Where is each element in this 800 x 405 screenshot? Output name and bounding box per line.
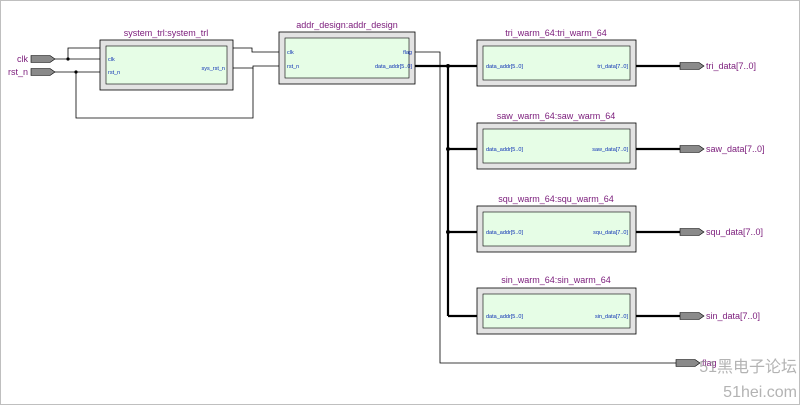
junction-dot	[446, 147, 450, 151]
wire-flag	[413, 51, 676, 364]
output-pin-tri-data[interactable]: tri_data[7..0]	[679, 61, 756, 71]
port-label: sys_rst_n	[201, 66, 225, 72]
watermark-line2: 51hei.com	[723, 384, 797, 401]
port-label: flag	[403, 50, 412, 56]
output-pin-icon	[679, 62, 705, 70]
module-title: squ_warm_64:squ_warm_64	[498, 194, 614, 204]
module-addr-design[interactable]: addr_design:addr_design clk rst_n flag d…	[278, 20, 416, 85]
wire-sys-rst-n	[233, 65, 286, 69]
junction-dot	[446, 64, 450, 68]
bus-data-addr	[413, 64, 450, 316]
module-body	[482, 211, 631, 247]
port-label: rst_n	[287, 64, 299, 70]
junction-dot	[74, 70, 78, 74]
watermark-line1: 51黑电子论坛	[699, 358, 797, 376]
port-label: data_addr[5..0]	[486, 147, 523, 153]
input-pin-clk[interactable]: clk	[17, 54, 56, 64]
output-pin-squ-data[interactable]: squ_data[7..0]	[679, 227, 763, 237]
port-label: clk	[108, 57, 115, 63]
port-label: tri_data[7..0]	[597, 64, 628, 70]
module-system-trl[interactable]: system_trl:system_trl clk rst_n sys_rst_…	[99, 28, 234, 91]
output-pin-icon	[679, 312, 705, 320]
wire-loop	[75, 68, 254, 119]
output-pin-flag[interactable]: flag	[675, 358, 717, 368]
port-label: saw_data[7..0]	[592, 147, 628, 153]
port-label: squ_data[7..0]	[593, 230, 628, 236]
junction-dot	[66, 57, 70, 61]
module-body	[105, 45, 228, 85]
junctions	[66, 57, 450, 234]
output-label-sin-data: sin_data[7..0]	[706, 311, 760, 321]
module-title: saw_warm_64:saw_warm_64	[497, 111, 616, 121]
input-pin-icon	[30, 55, 56, 63]
module-squ-warm-64[interactable]: squ_warm_64:squ_warm_64 data_addr[5..0] …	[476, 194, 637, 253]
port-label: data_addr[5..0]	[486, 314, 523, 320]
module-body	[482, 128, 631, 164]
port-label: clk	[287, 50, 294, 56]
wire-clk-to-addr	[67, 47, 286, 59]
output-pin-icon	[679, 228, 705, 236]
input-pin-rst-n[interactable]: rst_n	[8, 67, 56, 77]
input-pin-icon	[30, 68, 56, 76]
port-label: rst_n	[108, 70, 120, 76]
output-pin-sin-data[interactable]: sin_data[7..0]	[679, 311, 760, 321]
output-label-tri-data: tri_data[7..0]	[706, 61, 756, 71]
watermark: 51黑电子论坛 51hei.com	[699, 358, 797, 401]
port-label: data_addr[5..0]	[486, 64, 523, 70]
module-title: tri_warm_64:tri_warm_64	[505, 28, 607, 38]
module-title: sin_warm_64:sin_warm_64	[501, 275, 611, 285]
module-body	[482, 293, 631, 329]
module-body	[284, 37, 410, 79]
junction-dot	[446, 230, 450, 234]
output-pin-icon	[675, 359, 701, 367]
port-label: data_addr[5..0]	[486, 230, 523, 236]
module-title: system_trl:system_trl	[124, 28, 209, 38]
port-label: data_addr[5..0]	[375, 64, 412, 70]
module-body	[482, 45, 631, 81]
output-pin-icon	[679, 145, 705, 153]
output-pin-saw-data[interactable]: saw_data[7..0]	[679, 144, 765, 154]
module-saw-warm-64[interactable]: saw_warm_64:saw_warm_64 data_addr[5..0] …	[476, 111, 637, 170]
output-label-saw-data: saw_data[7..0]	[706, 144, 765, 154]
module-sin-warm-64[interactable]: sin_warm_64:sin_warm_64 data_addr[5..0] …	[476, 275, 637, 335]
module-tri-warm-64[interactable]: tri_warm_64:tri_warm_64 data_addr[5..0] …	[476, 28, 637, 87]
input-label-rst-n: rst_n	[8, 67, 28, 77]
input-label-clk: clk	[17, 54, 28, 64]
port-label: sin_data[7..0]	[595, 314, 628, 320]
module-title: addr_design:addr_design	[296, 20, 398, 30]
output-label-flag: flag	[702, 358, 717, 368]
output-label-squ-data: squ_data[7..0]	[706, 227, 763, 237]
